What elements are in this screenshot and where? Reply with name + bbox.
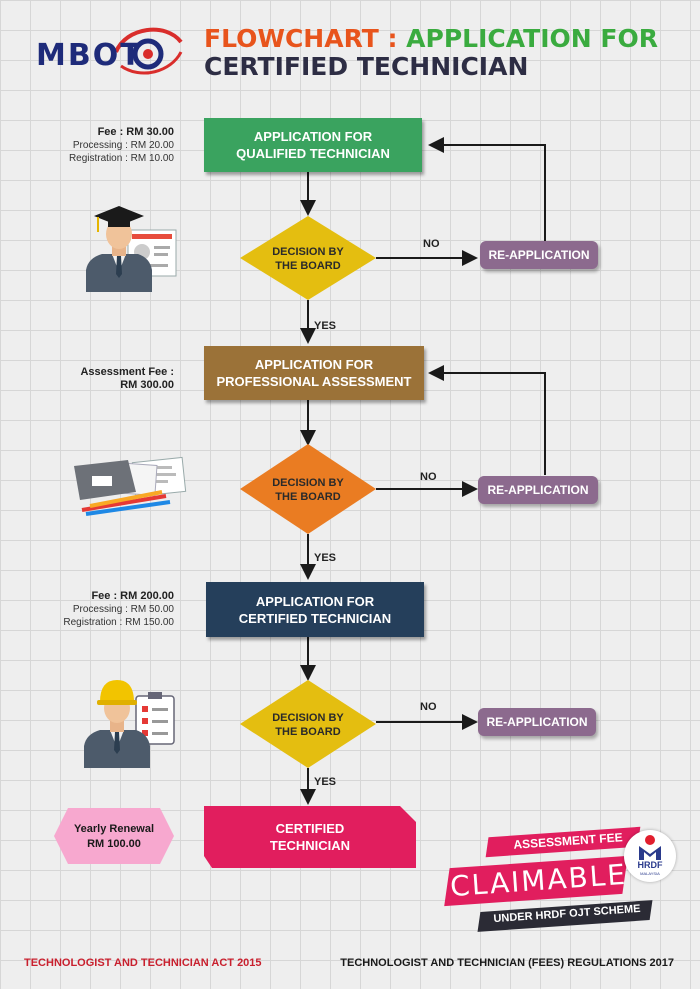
yes-label-2: YES <box>314 552 337 564</box>
decision-diamond-2 <box>240 444 376 534</box>
reapplication-box-2: RE-APPLICATION <box>478 476 598 504</box>
reapplication-box-3: RE-APPLICATION <box>478 708 596 736</box>
renewal-hexagon <box>54 808 174 864</box>
yes-label-3: YES <box>314 776 337 788</box>
title-flowchart: FLOWCHART : <box>204 24 398 53</box>
box-certified-technician: CERTIFIED TECHNICIAN <box>204 806 416 868</box>
claimable-label: CLAIMABLE <box>449 857 628 904</box>
fee-amount: RM 300.00 <box>120 379 174 391</box>
fee-info-step1: Fee : RM 30.00 Processing : RM 20.00 Reg… <box>69 126 174 165</box>
decision-diamond-3 <box>240 680 376 768</box>
fee-info-step2: Assessment Fee : RM 300.00 <box>80 366 174 392</box>
footer-regulations: TECHNOLOGIST AND TECHNICIAN (FEES) REGUL… <box>340 957 674 969</box>
box-line1: APPLICATION FOR <box>254 357 374 372</box>
hrdf-logo-subtext: MALAYSIA <box>640 871 660 876</box>
fee-processing: Processing : RM 50.00 <box>72 604 174 615</box>
page-title-line2: CERTIFIED TECHNICIAN <box>204 52 529 81</box>
fee-registration: Registration : RM 150.00 <box>63 617 174 628</box>
decision-diamond-1 <box>240 216 376 300</box>
no-label-2: NO <box>420 471 437 483</box>
mbot-logo: MBOT <box>36 27 186 80</box>
engineer-icon <box>84 680 175 768</box>
box-line2: CERTIFIED TECHNICIAN <box>238 610 392 626</box>
box-professional-assessment: APPLICATION FOR PROFESSIONAL ASSESSMENT <box>204 346 424 400</box>
hrdf-logo-icon: HRDF MALAYSIA <box>624 830 676 882</box>
footer-act: TECHNOLOGIST AND TECHNICIAN ACT 2015 <box>24 957 262 969</box>
hrdf-logo-text: HRDF <box>637 860 663 870</box>
fee-title: Fee : RM 200.00 <box>91 590 174 602</box>
box-line2: QUALIFIED TECHNICIAN <box>236 146 390 161</box>
fee-title: Assessment Fee : <box>80 366 174 378</box>
box-line1: CERTIFIED <box>275 821 345 836</box>
fee-registration: Registration : RM 10.00 <box>68 153 174 164</box>
title-application-for: APPLICATION FOR <box>406 24 658 53</box>
box-line1: APPLICATION FOR <box>253 129 373 144</box>
fee-processing: Processing : RM 20.00 <box>72 140 174 151</box>
documents-icon <box>74 456 187 516</box>
logo-swoosh-icon <box>114 27 183 75</box>
box-line1: APPLICATION FOR <box>255 593 375 609</box>
page-title-line1: FLOWCHART : APPLICATION FOR <box>204 24 658 53</box>
box-qualified-technician: APPLICATION FOR QUALIFIED TECHNICIAN <box>204 118 422 172</box>
reapplication-box-1: RE-APPLICATION <box>480 241 598 269</box>
fee-info-step3: Fee : RM 200.00 Processing : RM 50.00 Re… <box>63 590 174 629</box>
box-line2: PROFESSIONAL ASSESSMENT <box>216 374 412 389</box>
graduate-icon <box>86 206 177 292</box>
logo-text: MBOT <box>36 38 143 73</box>
no-label-1: NO <box>423 238 440 250</box>
certified-technician-shape <box>204 806 416 868</box>
fee-title: Fee : RM 30.00 <box>97 126 174 138</box>
yes-label-1: YES <box>314 320 337 332</box>
claimable-badge: ASSESSMENT FEE CLAIMABLE UNDER HRDF OJT … <box>440 826 680 938</box>
no-label-3: NO <box>420 701 437 713</box>
box-line2: TECHNICIAN <box>269 838 351 853</box>
